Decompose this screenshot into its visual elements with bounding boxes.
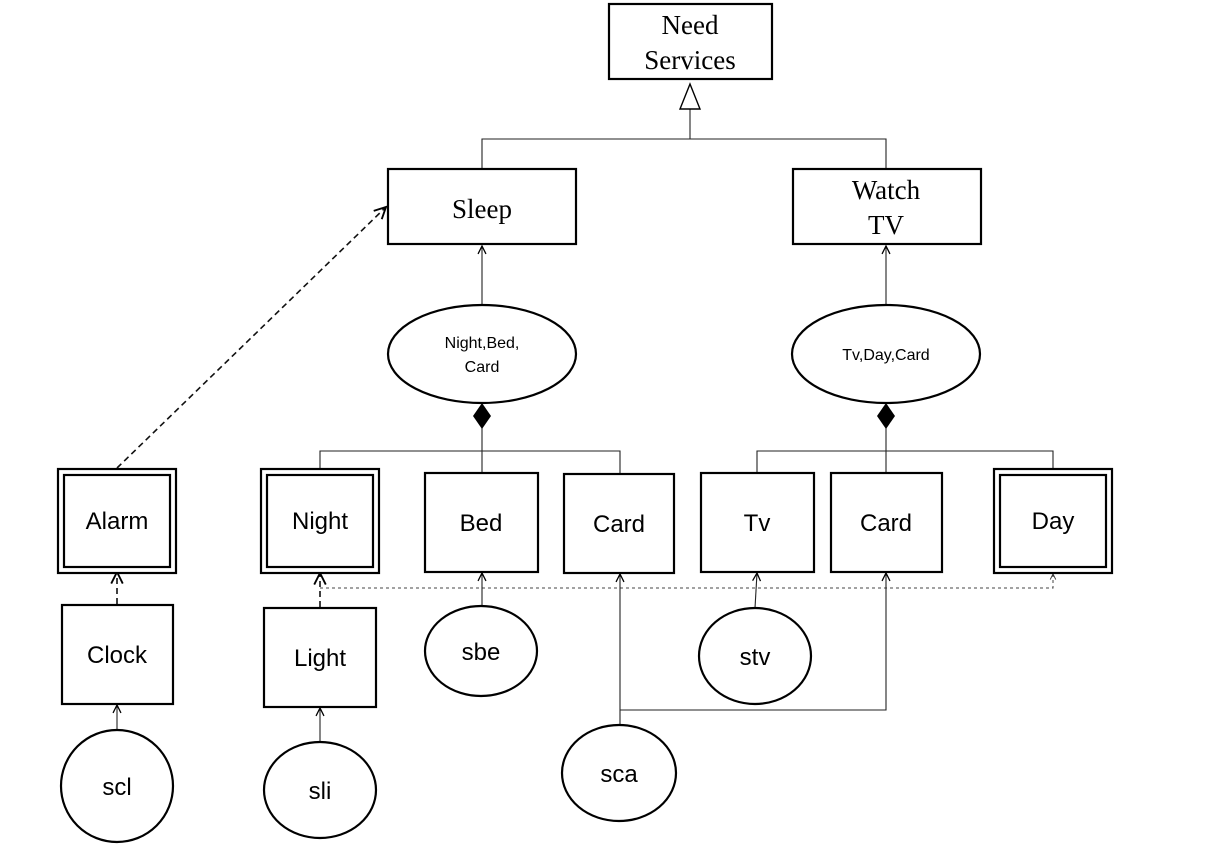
svg-text:Watch: Watch: [852, 175, 921, 205]
svg-text:Alarm: Alarm: [86, 508, 149, 535]
svg-text:Night: Night: [292, 508, 348, 535]
sensor-sca: sca: [560, 723, 678, 823]
svg-text:Tv: Tv: [744, 510, 771, 537]
svg-text:Card: Card: [860, 510, 912, 537]
goal-watch-tv: Watch TV: [791, 167, 983, 246]
light-dependency: [320, 573, 1053, 607]
generalization-connector: [481, 82, 887, 168]
context-tv: Tv: [699, 471, 816, 574]
context-clock: Clock: [60, 603, 175, 706]
goal-sleep: Sleep: [386, 167, 578, 246]
svg-text:sli: sli: [309, 778, 332, 805]
alarm-to-sleep-dependency: [116, 207, 386, 469]
svg-text:Day: Day: [1032, 508, 1075, 535]
svg-text:TV: TV: [868, 210, 904, 240]
sensor-sli: sli: [262, 740, 378, 840]
sensor-stv: stv: [697, 606, 813, 706]
svg-text:Sleep: Sleep: [452, 194, 512, 224]
svg-text:Bed: Bed: [460, 510, 503, 537]
svg-text:Card: Card: [465, 359, 500, 376]
sca-to-card-arrows: [620, 573, 886, 726]
context-day: Day: [992, 467, 1114, 575]
context-card-tv: Card: [829, 471, 944, 574]
sensor-scl: scl: [59, 728, 175, 844]
svg-text:Need: Need: [662, 10, 719, 40]
svg-text:Tv,Day,Card: Tv,Day,Card: [842, 347, 929, 364]
sleep-composition-connector: [319, 403, 621, 473]
svg-text:Night,Bed,: Night,Bed,: [445, 335, 520, 352]
goal-need-services: Need Services: [607, 2, 774, 81]
sleep-condition-ellipse: Night,Bed, Card: [386, 303, 578, 405]
composition-diamond: [877, 403, 895, 429]
svg-text:Services: Services: [644, 45, 735, 75]
generalization-triangle: [678, 82, 702, 110]
context-bed: Bed: [423, 471, 540, 574]
svg-text:Clock: Clock: [87, 642, 148, 669]
stv-to-tv-arrow: [755, 573, 757, 609]
context-light: Light: [262, 606, 378, 709]
svg-text:Card: Card: [593, 511, 645, 538]
sensor-sbe: sbe: [423, 604, 539, 698]
svg-text:sca: sca: [600, 761, 638, 788]
svg-text:stv: stv: [740, 644, 771, 671]
svg-text:Light: Light: [294, 645, 346, 672]
svg-text:scl: scl: [102, 774, 131, 801]
tv-condition-ellipse: Tv,Day,Card: [790, 303, 982, 405]
tv-composition-connector: [756, 403, 1054, 473]
context-card-sleep: Card: [562, 472, 676, 575]
context-night: Night: [259, 467, 381, 575]
composition-diamond: [473, 403, 491, 429]
svg-text:sbe: sbe: [462, 639, 501, 666]
context-alarm: Alarm: [56, 467, 178, 575]
